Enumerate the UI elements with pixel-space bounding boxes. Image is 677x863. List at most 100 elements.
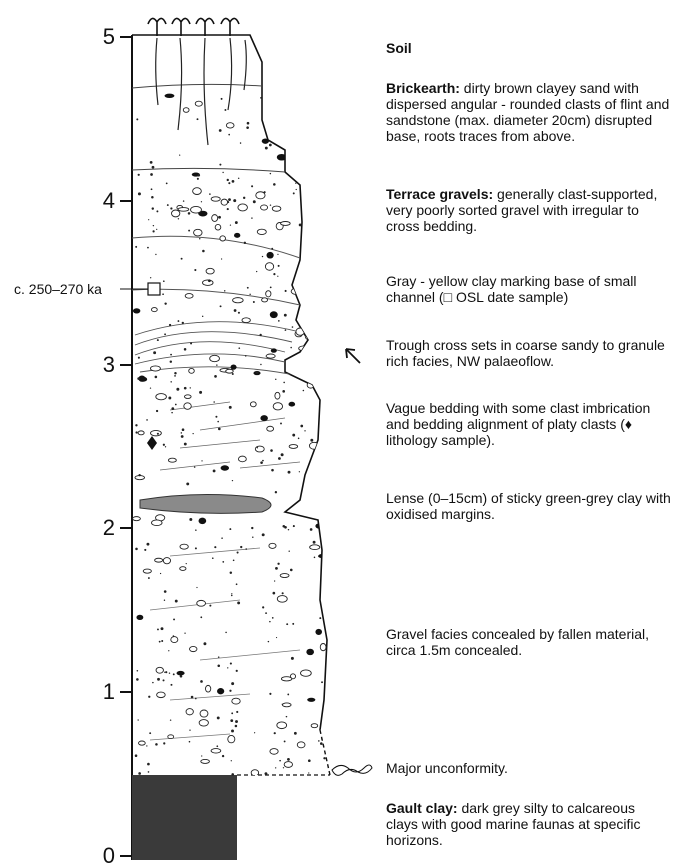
- clast: [260, 364, 261, 365]
- clast: [304, 251, 307, 254]
- clast: [300, 425, 303, 428]
- clast: [179, 154, 180, 155]
- clast: [274, 580, 275, 581]
- clast: [262, 460, 264, 462]
- clast: [144, 549, 146, 551]
- clast: [231, 730, 234, 733]
- clast: [221, 537, 223, 539]
- clast: [146, 419, 148, 421]
- clast: [281, 453, 284, 456]
- clast: [292, 434, 295, 437]
- clast: [153, 351, 156, 354]
- clast: [183, 200, 184, 201]
- clast: [295, 183, 296, 184]
- clast: [177, 671, 185, 676]
- clast: [234, 233, 240, 238]
- clast: [147, 763, 150, 766]
- clast: [279, 760, 281, 762]
- clast: [157, 628, 159, 630]
- clast: [210, 355, 220, 361]
- clast: [171, 210, 179, 217]
- clast: [228, 182, 230, 184]
- clast: [196, 587, 197, 588]
- clast: [281, 221, 291, 225]
- clast: [251, 185, 253, 187]
- clast: [275, 491, 277, 493]
- clast: [275, 567, 278, 570]
- clast: [199, 391, 202, 394]
- clast: [275, 767, 276, 768]
- clast: [167, 204, 169, 206]
- clast: [233, 298, 244, 303]
- clast: [323, 757, 325, 759]
- clast: [231, 773, 234, 776]
- clast: [238, 178, 239, 179]
- clast: [319, 428, 326, 434]
- clast: [232, 480, 233, 481]
- clast: [163, 679, 165, 681]
- clast: [151, 196, 154, 199]
- clast: [280, 574, 289, 578]
- clast: [268, 641, 269, 642]
- osl-age-label: c. 250–270 ka: [14, 281, 102, 297]
- clast: [262, 606, 264, 608]
- clast: [308, 374, 309, 375]
- clast: [184, 633, 185, 634]
- clast: [195, 547, 197, 549]
- clast: [222, 172, 223, 173]
- clast: [235, 720, 238, 723]
- clast: [227, 667, 228, 668]
- clast: [230, 719, 233, 722]
- clast: [299, 471, 300, 472]
- clast: [270, 749, 278, 755]
- clast: [183, 108, 189, 113]
- clast: [272, 206, 281, 211]
- clast: [260, 415, 267, 421]
- clast: [156, 394, 167, 400]
- clast: [273, 403, 282, 410]
- clast: [236, 711, 238, 713]
- clast: [282, 592, 284, 594]
- clast: [150, 430, 161, 435]
- clast: [280, 423, 282, 425]
- clast: [190, 342, 192, 344]
- clast: [286, 623, 288, 625]
- clast: [168, 458, 176, 462]
- clast: [163, 444, 165, 446]
- tick-label-3: 3: [75, 354, 115, 376]
- clast: [190, 387, 191, 388]
- clast: [251, 217, 252, 218]
- clast: [316, 265, 323, 270]
- clast: [270, 311, 278, 318]
- clast: [155, 558, 163, 562]
- clast: [199, 518, 207, 524]
- clast: [311, 724, 318, 728]
- clast: [318, 740, 320, 742]
- gravel-clasts: [133, 94, 329, 776]
- clast: [136, 615, 143, 620]
- clast: [182, 322, 184, 324]
- clast: [228, 735, 235, 742]
- clast: [137, 377, 140, 380]
- clast: [218, 656, 220, 658]
- clast: [301, 670, 312, 676]
- unit-desc-soil: Soil: [386, 40, 671, 56]
- unit-desc-brickearth: Brickearth: dirty brown clayey sand with…: [386, 80, 677, 144]
- clast: [277, 276, 278, 277]
- clast: [189, 368, 195, 373]
- clast: [169, 672, 170, 673]
- clast: [235, 221, 238, 224]
- clast: [157, 339, 159, 341]
- clast: [235, 725, 238, 728]
- clast: [213, 470, 216, 473]
- clast: [139, 741, 146, 745]
- tick-label-1: 1: [75, 681, 115, 703]
- clast: [138, 174, 140, 176]
- clast: [285, 329, 287, 331]
- clast: [150, 173, 153, 176]
- unit-desc-concealed: Gravel facies concealed by fallen materi…: [386, 626, 671, 658]
- clast: [214, 546, 216, 548]
- root-traces: [156, 38, 247, 145]
- clast: [238, 312, 240, 314]
- clast: [282, 390, 285, 393]
